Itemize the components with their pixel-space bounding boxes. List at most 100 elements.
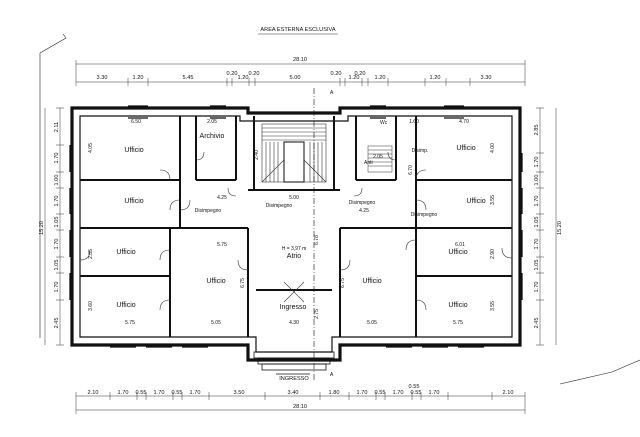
interior-dimension: 2.85 bbox=[88, 249, 94, 259]
section-marker-top: A bbox=[330, 90, 334, 96]
dim-top-seg: 1.20 bbox=[430, 75, 441, 81]
dim-bottom-seg: 0.55 bbox=[411, 390, 422, 396]
interior-dimension: 3.60 bbox=[88, 301, 94, 311]
entrance-label: INGRESSO bbox=[279, 376, 309, 382]
dim-top-total: 28.10 bbox=[293, 57, 307, 63]
right-dimension-chain bbox=[536, 107, 557, 346]
room-label: Ufficio bbox=[448, 249, 467, 256]
building-walls bbox=[70, 106, 522, 362]
interior-dimension: 5.75 bbox=[125, 320, 135, 326]
dim-top-seg: 0.20 bbox=[331, 71, 342, 77]
room-label: Disimpegno bbox=[349, 200, 376, 206]
dim-bottom-seg: 1.80 bbox=[329, 390, 340, 396]
interior-dimension: 6.50 bbox=[131, 119, 141, 125]
interior-dimension: 5.00 bbox=[289, 195, 299, 201]
room-label: Disimpegno bbox=[266, 203, 293, 209]
interior-dimension: 2.75 bbox=[314, 309, 320, 319]
interior-dimension: 2.05 bbox=[207, 119, 217, 125]
dim-bottom-seg: 1.70 bbox=[118, 390, 129, 396]
dim-bottom-seg: 1.70 bbox=[429, 390, 440, 396]
entrance-steps bbox=[253, 351, 335, 375]
room-label: Archivio bbox=[200, 133, 225, 140]
interior-dimension: 6.75 bbox=[340, 278, 346, 288]
interior-dimension: 5.75 bbox=[453, 320, 463, 326]
dim-right-seg: 1.70 bbox=[534, 239, 540, 250]
room-label: Wc bbox=[380, 120, 388, 126]
dim-right-seg: 1.70 bbox=[534, 196, 540, 207]
dim-top-seg: 0.20 bbox=[249, 71, 260, 77]
dim-bottom-seg: 0.55 bbox=[172, 390, 183, 396]
dim-top-seg: 1.20 bbox=[133, 75, 144, 81]
interior-dimension: 2.90 bbox=[490, 249, 496, 259]
dim-right-seg: 1.05 bbox=[534, 217, 540, 228]
interior-dimension: 4.70 bbox=[459, 119, 469, 125]
dim-top-seg: 1.20 bbox=[238, 75, 249, 81]
interior-dimension: 5.75 bbox=[217, 242, 227, 248]
plan-title: AREA ESTERNA ESCLUSIVA bbox=[260, 27, 335, 33]
interior-dimension: 4.05 bbox=[88, 143, 94, 153]
dim-bottom-seg: 1.70 bbox=[190, 390, 201, 396]
room-label: Ufficio bbox=[124, 198, 143, 205]
dim-left-seg: 1.70 bbox=[54, 196, 60, 207]
room-label: Ufficio bbox=[362, 278, 381, 285]
room-label: Atrio bbox=[287, 253, 302, 260]
dim-right-seg: 1.05 bbox=[534, 260, 540, 271]
dim-bottom-seg: 1.70 bbox=[393, 390, 404, 396]
staircase bbox=[261, 123, 327, 183]
dim-bottom-seg: 0.55 bbox=[375, 390, 386, 396]
interior-dimension: 4.25 bbox=[217, 195, 227, 201]
dim-bottom-seg: 1.70 bbox=[154, 390, 165, 396]
door-swings bbox=[79, 151, 513, 311]
dim-right-seg: 1.00 bbox=[534, 175, 540, 186]
room-label: Ufficio bbox=[124, 147, 143, 154]
dim-bottom-seg: 2.10 bbox=[88, 390, 99, 396]
room-label: Ufficio bbox=[466, 198, 485, 205]
dim-bottom-seg: 3.50 bbox=[234, 390, 245, 396]
dim-left-seg: 1.05 bbox=[54, 260, 60, 271]
dim-left-seg: 2.11 bbox=[54, 122, 60, 132]
dim-left-seg: 1.70 bbox=[54, 153, 60, 164]
room-label: Ufficio bbox=[448, 302, 467, 309]
interior-dimension: 6.01 bbox=[455, 242, 465, 248]
interior-dimension: 4.30 bbox=[289, 320, 299, 326]
interior-dimension: 4.00 bbox=[490, 143, 496, 153]
dim-right-seg: 2.45 bbox=[534, 318, 540, 329]
dim-left-seg: 1.70 bbox=[54, 282, 60, 293]
top-dimension-chain bbox=[75, 60, 526, 86]
dim-top-seg: 0.20 bbox=[355, 71, 366, 77]
interior-walls bbox=[80, 116, 512, 337]
interior-dimension: 1.60 bbox=[409, 119, 419, 125]
room-label: Ingresso bbox=[280, 304, 307, 311]
interior-dimension: 5.05 bbox=[211, 320, 221, 326]
dim-left-seg: 1.05 bbox=[54, 217, 60, 228]
dim-right-seg: 2.85 bbox=[534, 125, 540, 136]
dim-top-seg: 1.20 bbox=[349, 75, 360, 81]
dim-bottom-seg: 3.40 bbox=[288, 390, 299, 396]
dim-right-seg: 1.70 bbox=[534, 157, 540, 168]
room-label: Ufficio bbox=[116, 302, 135, 309]
dim-bottom-extra: 0.55 bbox=[409, 384, 420, 390]
room-label: Disimpegno bbox=[411, 212, 438, 218]
section-marker-bottom: A bbox=[330, 372, 334, 378]
dim-top-seg: 5.45 bbox=[183, 75, 194, 81]
interior-dimension: 5.05 bbox=[367, 320, 377, 326]
dim-top-seg: 5.00 bbox=[290, 75, 301, 81]
room-label: Anti bbox=[364, 160, 373, 166]
interior-dimension: 6.75 bbox=[240, 278, 246, 288]
dim-top-seg: 3.30 bbox=[97, 75, 108, 81]
dim-left-total: 15.20 bbox=[39, 221, 45, 235]
interior-dimension: 6.70 bbox=[408, 165, 414, 175]
dim-bottom-seg: 0.55 bbox=[136, 390, 147, 396]
dim-top-seg: 1.20 bbox=[375, 75, 386, 81]
interior-dimension: 6.78 bbox=[314, 235, 320, 245]
interior-dimension: 3.55 bbox=[490, 301, 496, 311]
interior-dimension: 2.05 bbox=[373, 154, 383, 160]
room-label: Ufficio bbox=[206, 278, 225, 285]
dim-bottom-seg: 1.70 bbox=[357, 390, 368, 396]
dim-right-total: 15.20 bbox=[557, 221, 563, 235]
room-label: Disimpegno bbox=[195, 208, 222, 214]
dim-top-seg: 3.30 bbox=[481, 75, 492, 81]
dim-top-seg: 0.20 bbox=[227, 71, 238, 77]
interior-dimension: 3.55 bbox=[490, 195, 496, 205]
